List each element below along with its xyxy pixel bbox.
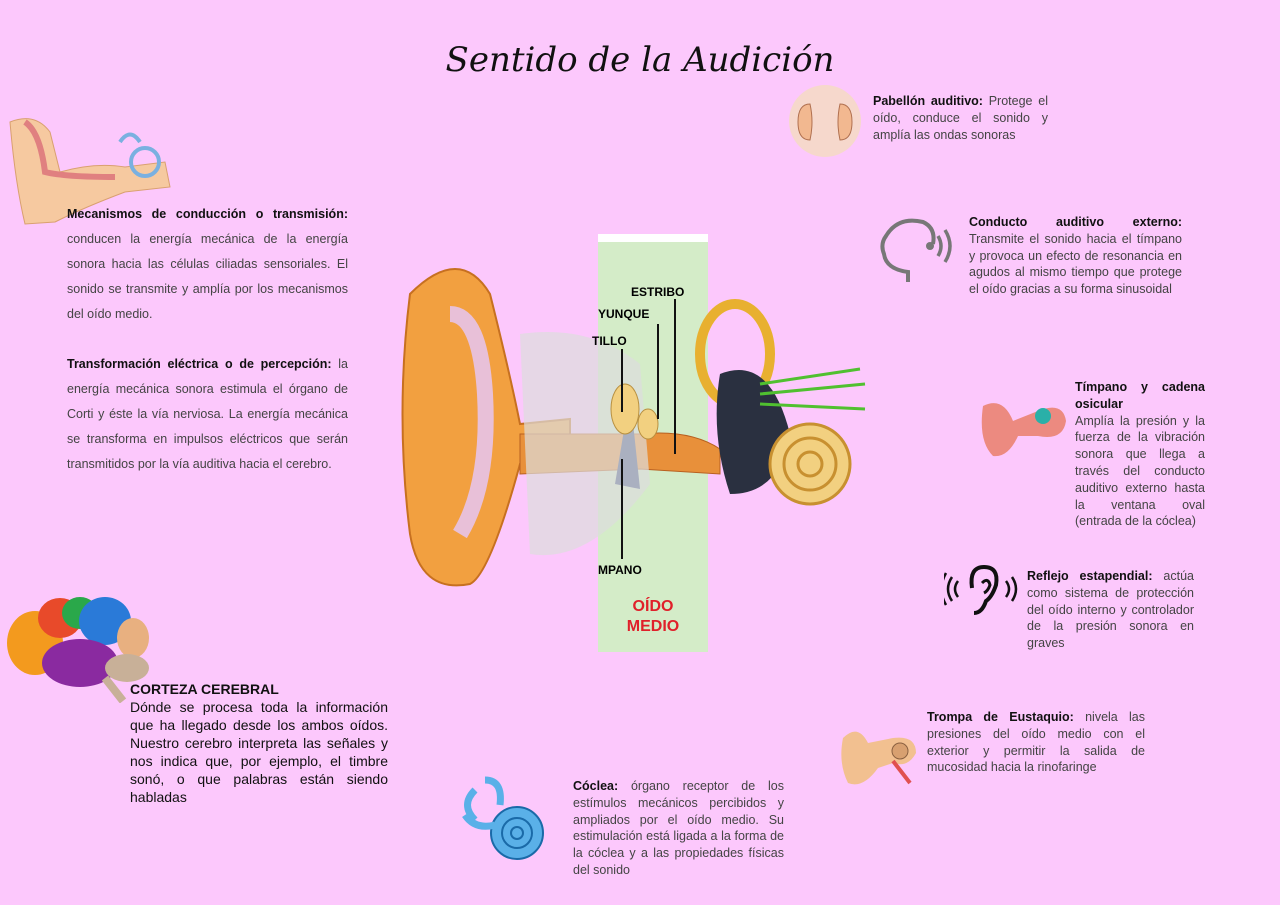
ears-icon [789,85,861,157]
cochlea-image [462,776,544,860]
eustachian-tube-image [841,731,916,785]
corteza-text: CORTEZA CEREBRAL Dónde se procesa toda l… [130,681,388,805]
label-timpano: MPANO [598,563,642,577]
ear-anatomy-image [9,118,171,225]
label-oido-medio-1: OÍDO [633,596,674,615]
brain-image [7,597,149,703]
eardrum-image [981,403,1066,457]
reflejo-text: Reflejo estapendial: actúa como sistema … [1027,569,1194,651]
ear-sound-icon [944,564,1018,615]
label-martillo: TILLO [592,334,627,348]
ear-diagram: ESTRIBO YUNQUE TILLO MPANO OÍDO MEDIO [401,234,866,652]
label-estribo: ESTRIBO [631,285,684,299]
label-oido-medio-2: MEDIO [627,618,679,635]
page-title: Sentido de la Audición [445,40,835,80]
transformacion-text: Transformación eléctrica o de percepción… [67,357,348,471]
pabellon-text: Pabellón auditivo: Protege el oído, cond… [873,94,1048,142]
conducto-text: Conducto auditivo externo: Transmite el … [969,215,1182,297]
eustaquio-text: Trompa de Eustaquio: nivela las presione… [927,710,1145,775]
label-yunque: YUNQUE [598,307,649,321]
head-sound-icon [880,218,952,282]
coclea-text: Cóclea: órgano receptor de los estímulos… [573,779,784,877]
mecanismos-text: Mecanismos de conducción o transmisión: … [67,207,348,321]
